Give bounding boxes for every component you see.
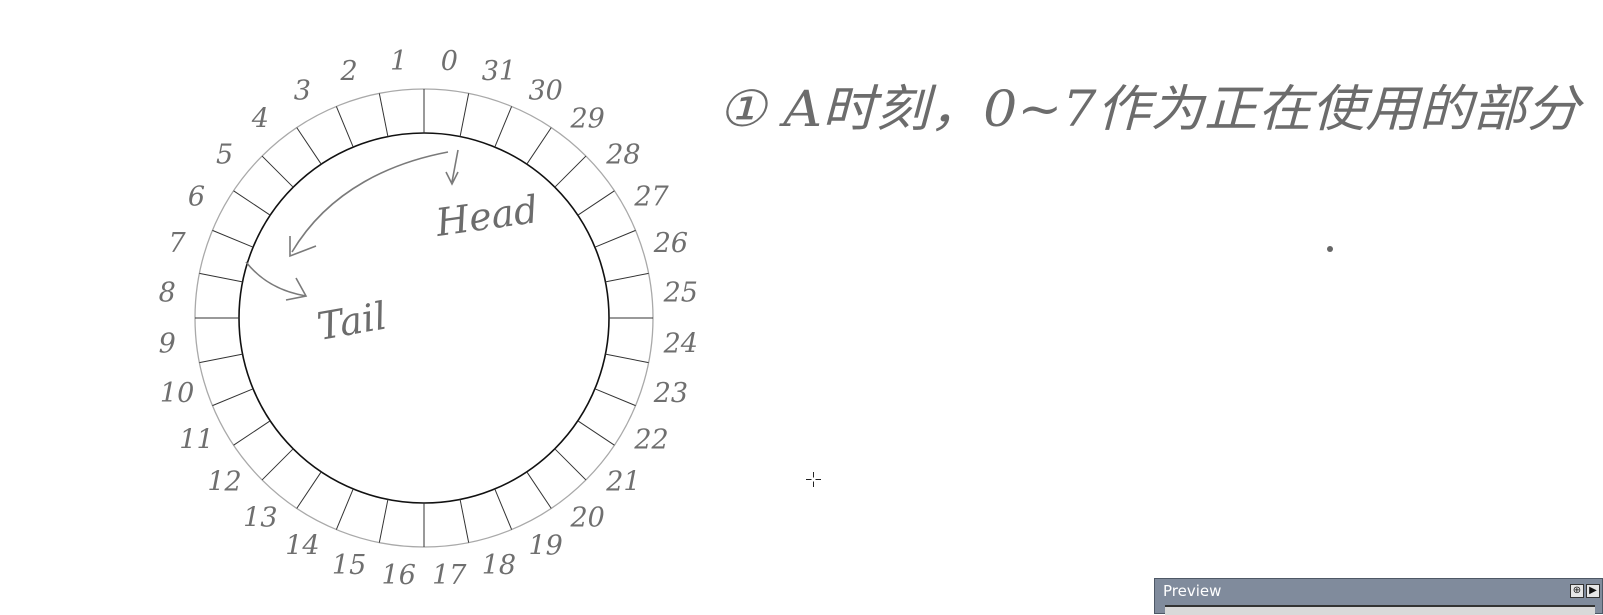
segment-divider [296, 471, 322, 509]
segment-number: 2 [340, 56, 358, 87]
segment-number: 18 [482, 550, 516, 581]
segment-number: 25 [663, 278, 698, 309]
segment-number: 22 [633, 425, 668, 456]
segment-number: 11 [179, 425, 213, 456]
segment-divider [554, 448, 587, 481]
segment-divider [554, 155, 587, 188]
segment-number: 14 [285, 531, 319, 562]
expand-icon[interactable]: ⊕ [1570, 584, 1584, 598]
segment-number: 28 [605, 139, 640, 170]
head-to-tail-arrow [289, 151, 449, 258]
segment-number: 9 [159, 328, 176, 359]
segment-number: 20 [569, 502, 604, 533]
segment-number: 10 [160, 378, 194, 409]
head-pointer [445, 149, 459, 186]
crosshair-cursor-icon [806, 472, 821, 487]
segment-number: 16 [382, 560, 416, 591]
segment-number: 5 [216, 139, 233, 170]
segment-divider [494, 106, 513, 148]
segment-divider [212, 229, 254, 248]
segment-number: 31 [482, 56, 516, 87]
segment-divider [233, 420, 271, 446]
note-text: ① A时刻，0~7作为正在使用的部分 [718, 80, 1584, 138]
segment-number: 15 [332, 550, 366, 581]
segment-divider [594, 229, 636, 248]
segment-number: 24 [663, 328, 698, 359]
segment-number: 27 [633, 181, 669, 212]
segment-number: 23 [653, 378, 688, 409]
segment-number: 3 [294, 75, 311, 106]
segment-number: 6 [188, 181, 205, 212]
segment-number: 7 [169, 228, 187, 259]
segment-divider [577, 190, 615, 216]
play-icon[interactable]: ▶ [1586, 584, 1600, 598]
segment-number: 29 [569, 104, 604, 135]
segment-dividers [195, 89, 653, 547]
head-label: Head [432, 187, 541, 245]
segment-divider [605, 353, 649, 364]
segment-number: 12 [207, 467, 241, 498]
segment-divider [296, 127, 322, 165]
segment-divider [335, 488, 354, 530]
segment-number: 0 [441, 46, 458, 77]
segment-divider [233, 190, 271, 216]
segment-number: 13 [243, 502, 277, 533]
segment-divider [212, 388, 254, 407]
segment-divider [459, 93, 470, 137]
segment-divider [577, 420, 615, 446]
segment-number: 30 [528, 75, 562, 106]
segment-number: 4 [251, 104, 269, 135]
segment-divider [526, 127, 552, 165]
segment-number: 21 [605, 467, 640, 498]
segment-divider [459, 499, 470, 543]
preview-title: Preview [1163, 582, 1222, 600]
segment-divider [261, 155, 294, 188]
preview-body [1165, 605, 1595, 615]
segment-divider [199, 272, 243, 283]
segment-divider [199, 353, 243, 364]
ring-inner-circle [238, 132, 610, 504]
stray-dot [1327, 246, 1333, 252]
segment-divider [494, 488, 513, 530]
segment-divider [605, 272, 649, 283]
segment-divider [378, 499, 389, 543]
segment-number: 8 [159, 278, 176, 309]
segment-divider [378, 93, 389, 137]
segment-divider [261, 448, 294, 481]
segment-divider [594, 388, 636, 407]
segment-number: 17 [432, 560, 467, 591]
tail-label: Tail [314, 293, 390, 348]
tail-pointer [245, 261, 308, 301]
segment-divider [526, 471, 552, 509]
segment-number: 26 [653, 228, 688, 259]
segment-number: 1 [390, 46, 407, 77]
segment-divider [335, 106, 354, 148]
segment-number: 19 [528, 531, 562, 562]
preview-panel[interactable]: Preview ⊕ ▶ [1154, 578, 1603, 615]
